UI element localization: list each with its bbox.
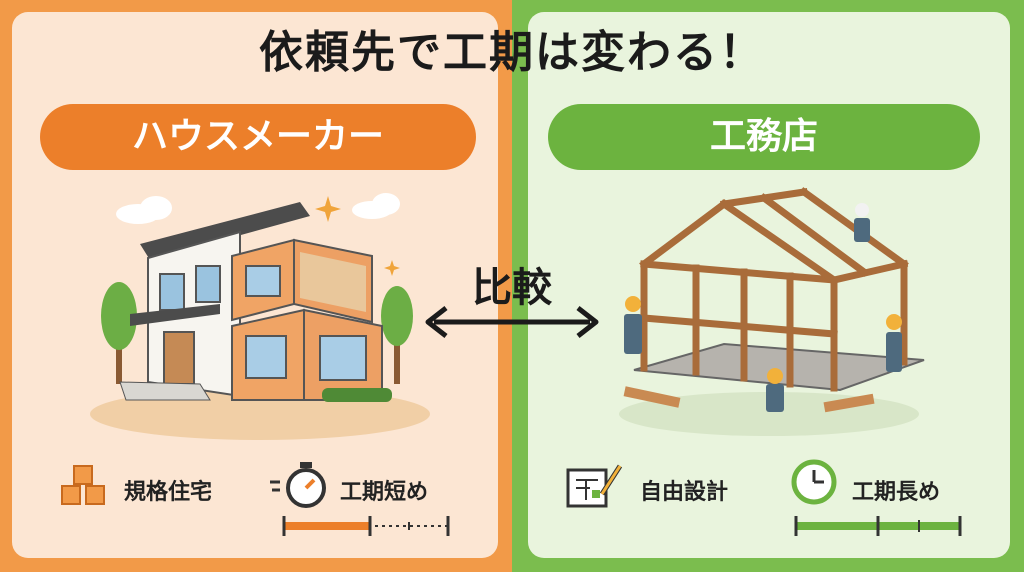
short-duration-bar	[282, 516, 450, 536]
long-duration-bar	[794, 516, 962, 536]
double-arrow-icon	[425, 306, 599, 338]
main-title: 依頼先で工期は変わる！	[259, 27, 765, 78]
house-maker-heading: ハウスメーカー	[40, 104, 476, 170]
short-duration-label: 工期短め	[340, 480, 429, 505]
long-duration-label: 工期長め	[852, 480, 941, 505]
blueprint-icon	[566, 464, 623, 508]
contractor-heading: 工務店	[548, 104, 980, 170]
clock-icon	[791, 459, 837, 505]
standard-house-label: 規格住宅	[124, 480, 213, 505]
stopwatch-icon	[270, 462, 326, 508]
contractor-panel	[528, 12, 1010, 558]
modular-house-illustration	[90, 193, 430, 440]
custom-design-label: 自由設計	[640, 480, 729, 505]
compare-label: 比較	[472, 265, 552, 311]
cubes-icon	[61, 465, 105, 505]
timber-frame-illustration	[619, 187, 925, 436]
